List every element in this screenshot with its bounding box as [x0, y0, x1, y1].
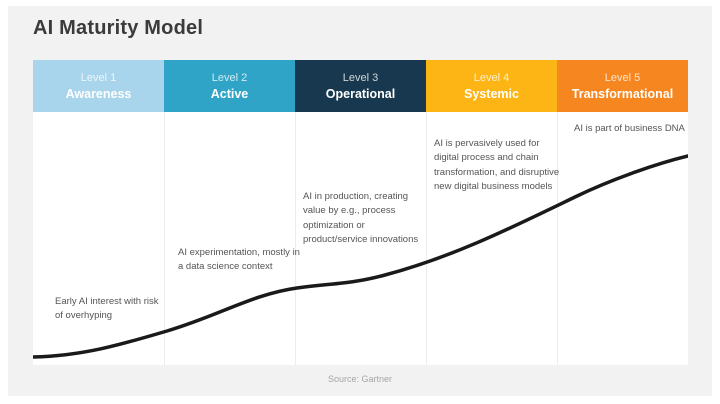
slide-background: AI Maturity Model Level 1 Awareness Leve…	[8, 6, 712, 396]
level-header-operational: Level 3 Operational	[295, 60, 426, 112]
level-header-transformational: Level 5 Transformational	[557, 60, 688, 112]
column-separator	[295, 112, 296, 365]
level-name: Active	[210, 86, 249, 101]
level-description-systemic: AI is pervasively used for digital proce…	[434, 138, 560, 192]
page-title: AI Maturity Model	[33, 17, 204, 39]
level-description-transformational: AI is part of business DNA	[574, 123, 685, 134]
level-name: Operational	[325, 86, 396, 101]
level-description-operational: AI in production, creating value by e.g.…	[303, 191, 419, 245]
level-header-systemic: Level 4 Systemic	[426, 60, 557, 112]
level-name: Transformational	[571, 86, 674, 101]
level-header-row: Level 1 Awareness Level 2 Active Level 3…	[33, 60, 688, 112]
level-header-awareness: Level 1 Awareness	[33, 60, 164, 112]
column-separator	[557, 112, 558, 365]
level-header-active: Level 2 Active	[164, 60, 295, 112]
level-name: Awareness	[65, 86, 132, 101]
level-description-active: AI experimentation, mostly in a data sci…	[178, 247, 300, 273]
level-label: Level 2	[211, 71, 248, 84]
diagram-panel: Early AI interest with risk of overhypin…	[33, 112, 688, 365]
level-label: Level 4	[473, 71, 510, 84]
level-label: Level 5	[604, 71, 641, 84]
column-separator	[426, 112, 427, 365]
source-caption: Source: Gartner	[327, 374, 393, 384]
maturity-curve	[33, 154, 688, 359]
level-label: Level 1	[80, 71, 117, 84]
level-description-awareness: Early AI interest with risk of overhypin…	[55, 296, 159, 322]
level-name: Systemic	[464, 86, 519, 101]
column-separator	[164, 112, 165, 365]
level-label: Level 3	[342, 71, 379, 84]
